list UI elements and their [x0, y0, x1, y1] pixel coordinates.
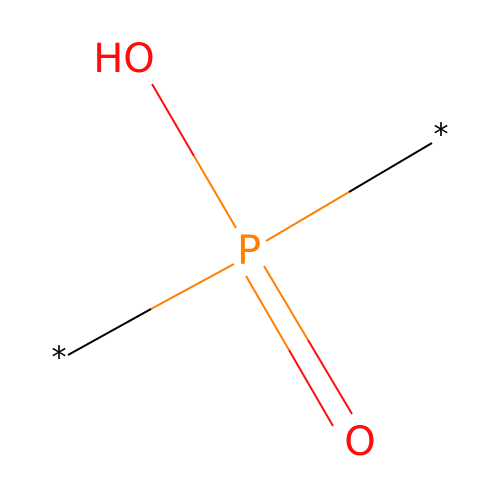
bond-p-star-right	[265, 142, 433, 242]
bond-p-o-double	[245, 265, 353, 427]
atom-oxygen-label: O	[344, 419, 375, 465]
atom-hydroxyl-label: HO	[93, 36, 155, 82]
attachment-point-left-label: *	[52, 341, 67, 376]
atom-phosphorus-label: P	[237, 228, 261, 274]
attachment-point-right-label: *	[434, 118, 449, 153]
bond-p-oh	[151, 83, 237, 229]
bond-p-star-left	[67, 263, 235, 356]
